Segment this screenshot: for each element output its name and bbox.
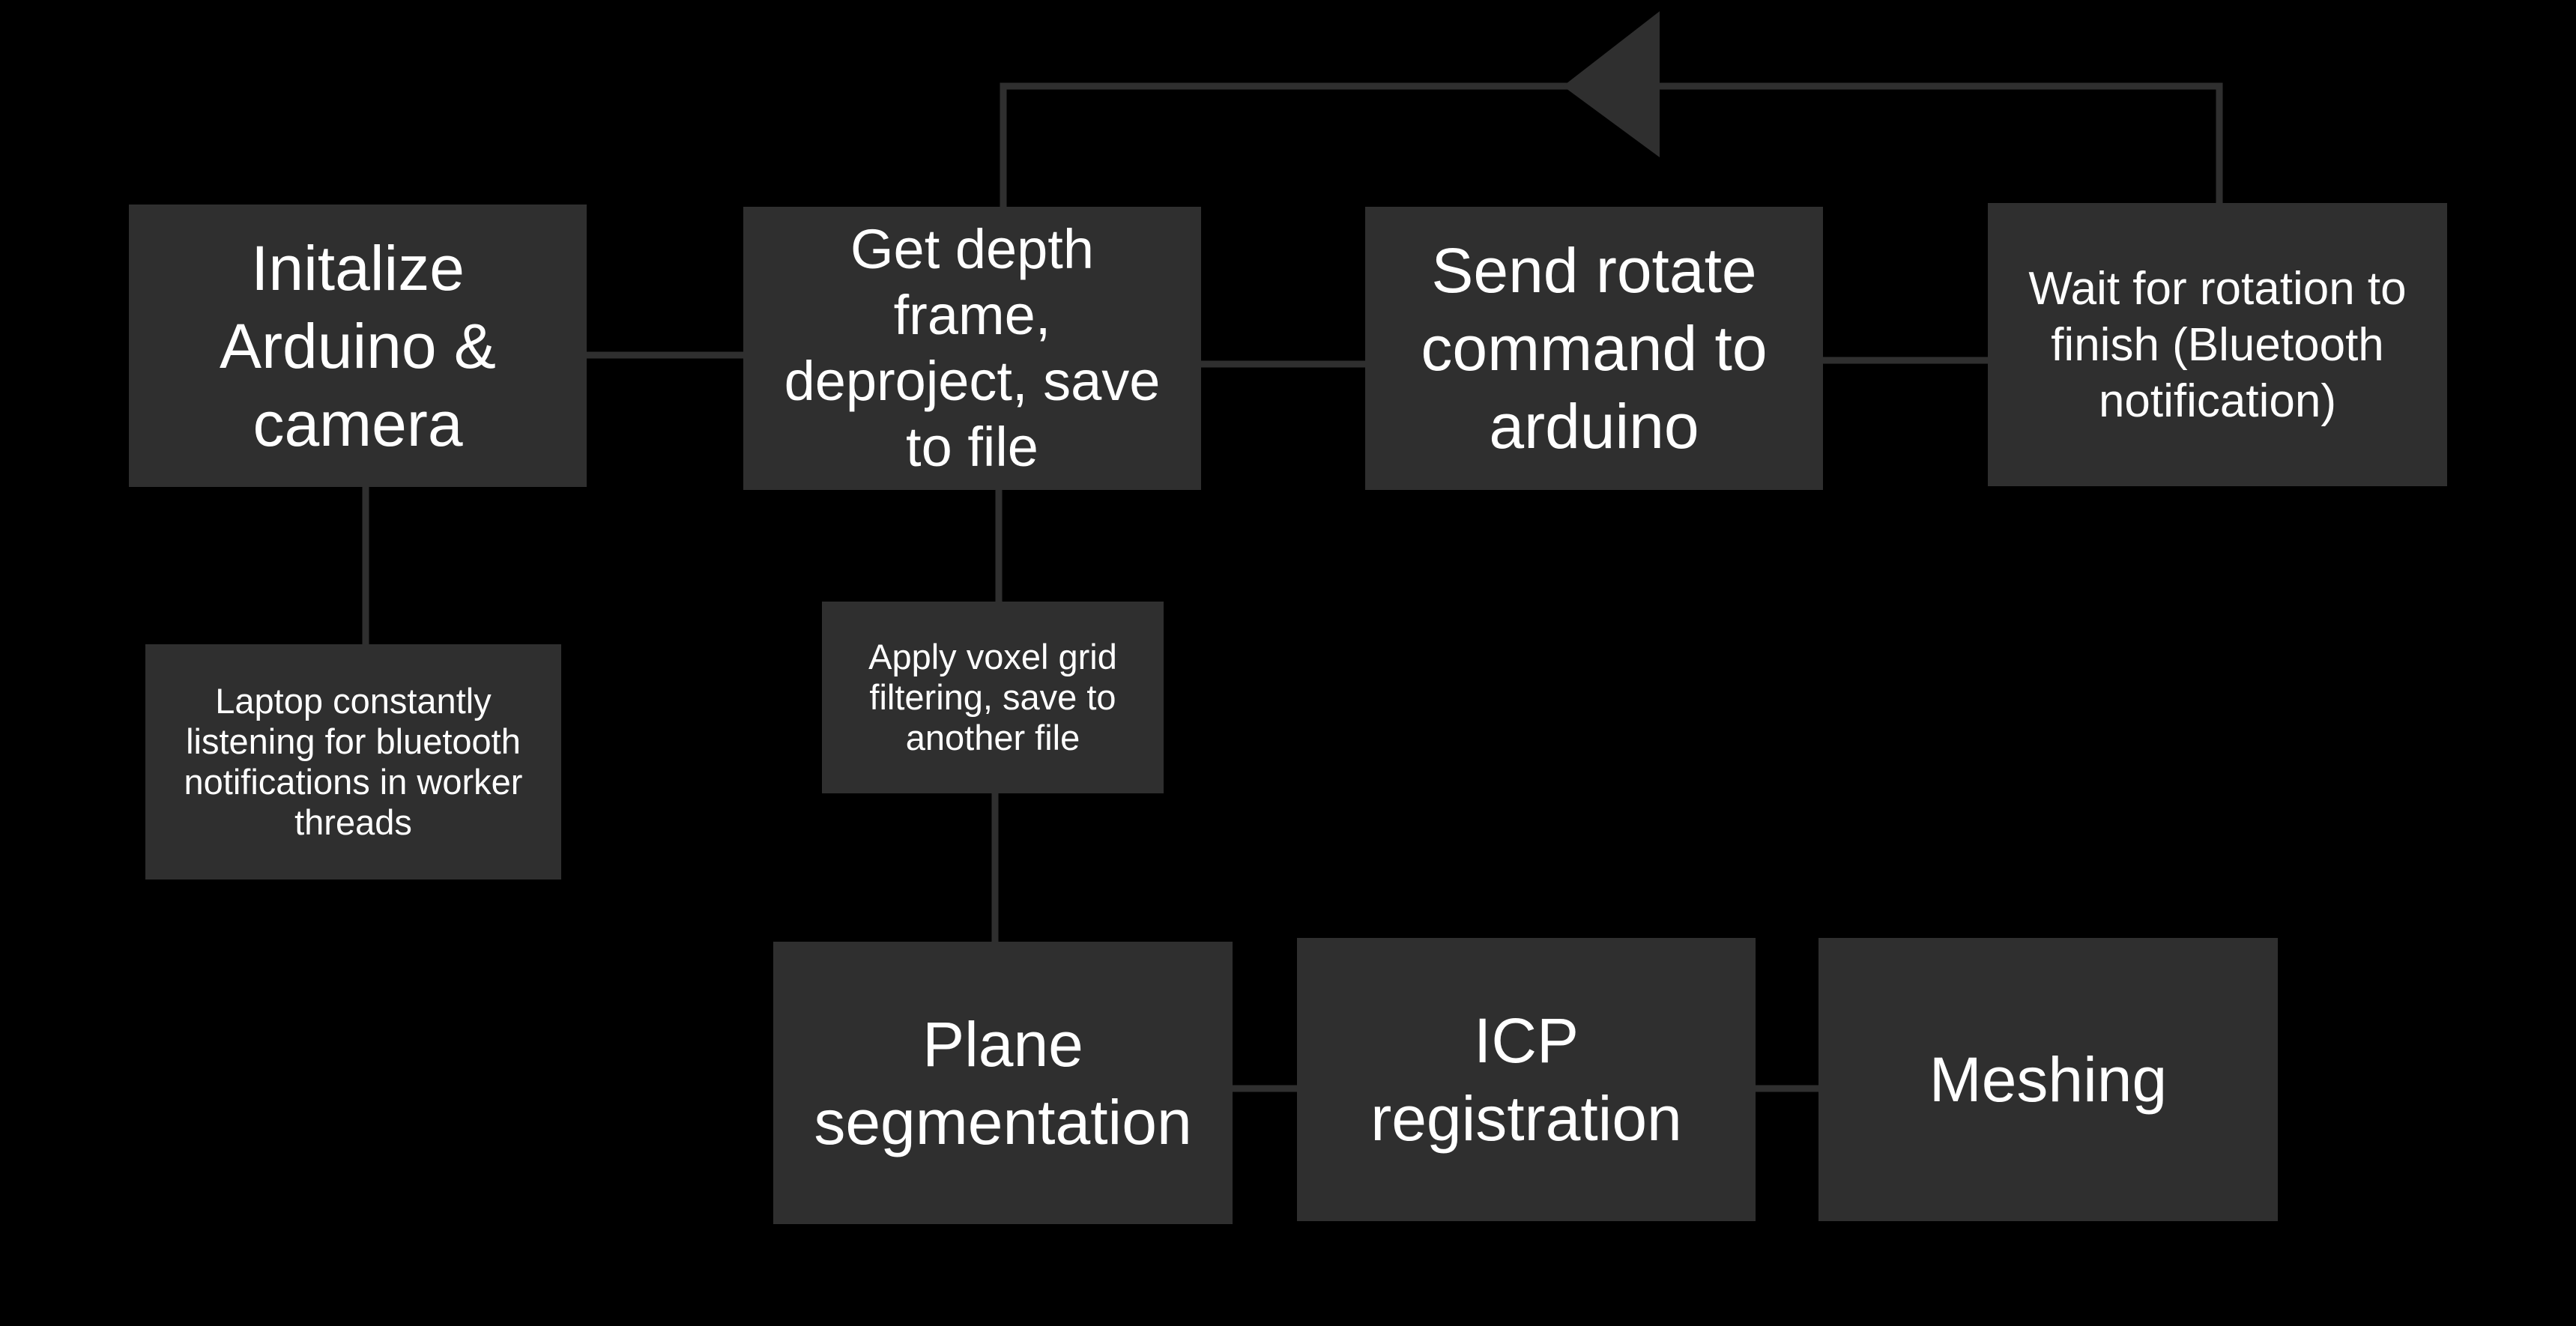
box-laptop-listening: Laptop constantly listening for bluetoot… (145, 644, 561, 880)
box-get-depth-frame: Get depth frame, deproject, save to file (743, 207, 1201, 490)
box-plane-segmentation: Plane segmentation (773, 942, 1233, 1224)
box-send-rotate-command: Send rotate command to arduino (1365, 207, 1823, 490)
box-icp-registration: ICP registration (1297, 938, 1756, 1221)
box-meshing: Meshing (1818, 938, 2278, 1221)
box-initialize-arduino-camera: Initalize Arduino & camera (129, 205, 587, 487)
box-voxel-grid-filtering: Apply voxel grid filtering, save to anot… (822, 602, 1164, 793)
loop-arrow-head (1563, 11, 1660, 157)
box-wait-for-rotation: Wait for rotation to finish (Bluetooth n… (1988, 203, 2447, 486)
